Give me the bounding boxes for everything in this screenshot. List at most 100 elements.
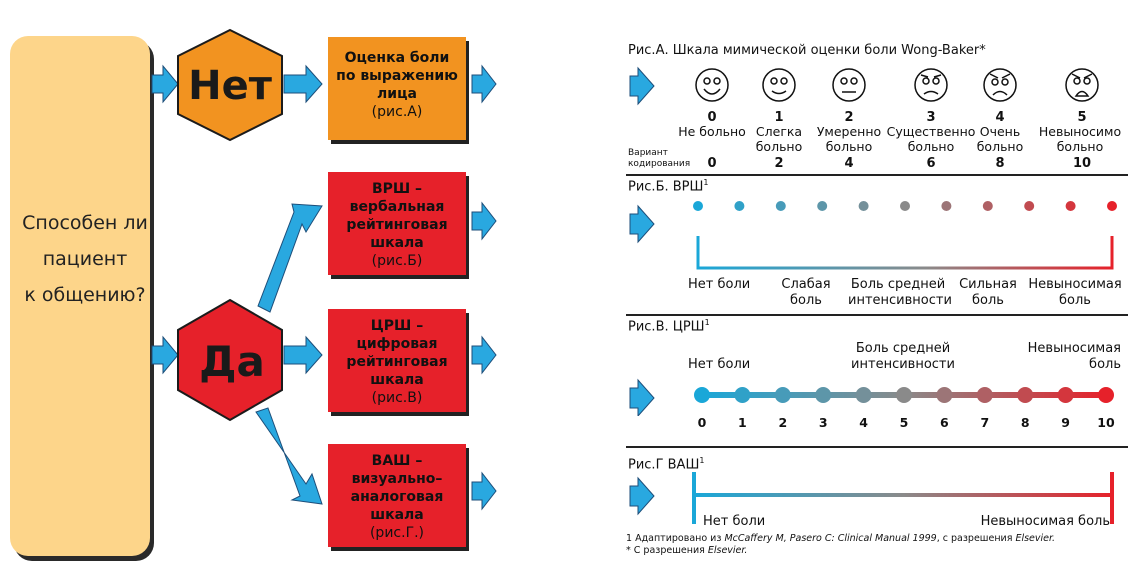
fig-c-number: 1 [738, 415, 747, 430]
face-3-icon [914, 68, 948, 102]
coding-5: 10 [1072, 156, 1092, 171]
fig-b-dot [858, 201, 869, 211]
fig-c-number: 4 [859, 415, 868, 430]
face-1-icon [762, 68, 796, 102]
fig-c-number: 2 [778, 415, 788, 430]
fig-b-dot [982, 201, 993, 211]
separator-a [626, 174, 1128, 176]
fig-c-dot [1057, 387, 1074, 403]
face-num-0: 0 [707, 110, 717, 125]
coding-1: 2 [774, 156, 784, 171]
fig-c-arrow [629, 378, 655, 416]
coding-3: 6 [926, 156, 936, 171]
fig-c-dot [976, 387, 993, 403]
fig-c-dot [855, 387, 872, 403]
fig-c-title: Рис.В. ЦРШ1 [628, 318, 710, 335]
separator-c [626, 446, 1128, 448]
face-num-5: 5 [1077, 110, 1087, 125]
fig-c-dot [1098, 387, 1114, 403]
fig-d-left-tick [692, 472, 696, 524]
fig-c-dot [774, 387, 791, 403]
fig-b-dot [900, 201, 910, 211]
arrow-vas-out [471, 471, 497, 511]
fig-c-number: 10 [1097, 415, 1115, 430]
nrs-box: ЦРШ – цифровая рейтинговая шкала (рис.В) [328, 309, 466, 412]
arrow-yes-to-vrs [257, 203, 323, 313]
coding-label: Вариант кодирования [628, 148, 691, 169]
face-label-4: Очень больно [976, 124, 1024, 154]
fig-b-scale [629, 201, 1117, 270]
flow-diagram: Нет Да [151, 28, 497, 511]
fig-d-right-tick [1110, 472, 1114, 524]
fig-c-number: 9 [1061, 415, 1070, 430]
fig-c-label-max: Невыносимая боль [1027, 341, 1121, 372]
face-4-icon [983, 68, 1017, 102]
face-label-0: Не больно [678, 124, 746, 139]
fig-a-title: Рис.А. Шкала мимической оценки боли Wong… [628, 43, 986, 58]
fig-b-label-3: Сильная боль [959, 277, 1017, 308]
footnote-2: * С разрешения Elsevier. [626, 545, 748, 556]
arrow-to-yes [151, 335, 179, 375]
fig-d-title: Рис.Г ВАШ1 [628, 456, 705, 473]
fig-c-scale [629, 378, 1114, 416]
fig-c-label-mid: Боль средней интенсивности [851, 341, 955, 372]
coding-4: 8 [995, 156, 1005, 171]
fig-d-scale [629, 472, 1114, 524]
vas-box: ВАШ – визуально– аналоговая шкала (рис.Г… [328, 444, 466, 547]
fig-b-title: Рис.Б. ВРШ1 [628, 178, 709, 195]
fig-c-number: 6 [940, 415, 949, 430]
fig-b-label-1: Слабая боль [781, 277, 831, 308]
fig-b-label-2: Боль средней интенсивности [848, 277, 952, 308]
fig-b-arrow [629, 204, 655, 244]
fig-b-label-4: Невыносимая боль [1028, 277, 1122, 308]
face-num-3: 3 [926, 110, 936, 125]
face-num-2: 2 [844, 110, 854, 125]
no-label: Нет [188, 63, 273, 109]
arrow-yes-to-nrs [283, 335, 323, 375]
arrow-yes-to-vas [255, 407, 323, 505]
fig-c-dot [936, 387, 953, 403]
fig-c-label-none: Нет боли [688, 357, 751, 372]
face-scale-box: Оценка боли по выражению лица (рис.А) [328, 37, 466, 140]
coding-0: 0 [707, 156, 717, 171]
fig-c-number: 5 [899, 415, 909, 430]
face-0-icon [695, 68, 729, 102]
fig-d-label-right: Невыносимая боль [980, 514, 1110, 529]
fig-b-label-0: Нет боли [688, 277, 751, 292]
fig-b-dot [817, 201, 828, 211]
face-5-icon [1065, 68, 1099, 102]
yes-label: Да [199, 337, 265, 386]
footnote-1: 1 Адаптировано из McCaffery M, Pasero C:… [626, 533, 1056, 544]
fig-b-dot [1107, 201, 1117, 211]
fig-a-arrow [629, 66, 655, 106]
arrow-vrs-out [471, 201, 497, 241]
face-label-3: Существенно больно [886, 124, 976, 154]
face-label-1: Слегка больно [755, 124, 803, 154]
fig-b-bracket [696, 236, 1114, 270]
fig-c-dot [694, 387, 710, 403]
yes-hexagon [177, 298, 283, 422]
arrow-nrs-out [471, 335, 497, 375]
arrow-to-no [151, 64, 179, 104]
face-2-icon [832, 68, 866, 102]
arrow-face-out [471, 64, 497, 104]
face-label-2: Умеренно больно [816, 124, 882, 154]
arrow-no-to-face [283, 64, 323, 104]
fig-d-line [694, 493, 1112, 497]
fig-c-dot [896, 387, 912, 403]
fig-a-faces [629, 66, 1099, 106]
fig-b-dot [734, 201, 745, 211]
fig-c-dot [734, 387, 751, 403]
fig-c-number: 7 [980, 415, 990, 430]
fig-b-dot [775, 201, 786, 211]
fig-d-arrow [629, 476, 655, 516]
fig-c-number: 8 [1020, 415, 1030, 430]
fig-b-dot [1065, 201, 1076, 211]
face-num-4: 4 [995, 110, 1005, 125]
coding-2: 4 [844, 156, 854, 171]
fig-c-number: 0 [697, 415, 707, 430]
fig-d-label-left: Нет боли [703, 514, 766, 529]
fig-b-dot [941, 201, 952, 211]
question-box [10, 36, 150, 556]
fig-b-dot [693, 201, 703, 211]
